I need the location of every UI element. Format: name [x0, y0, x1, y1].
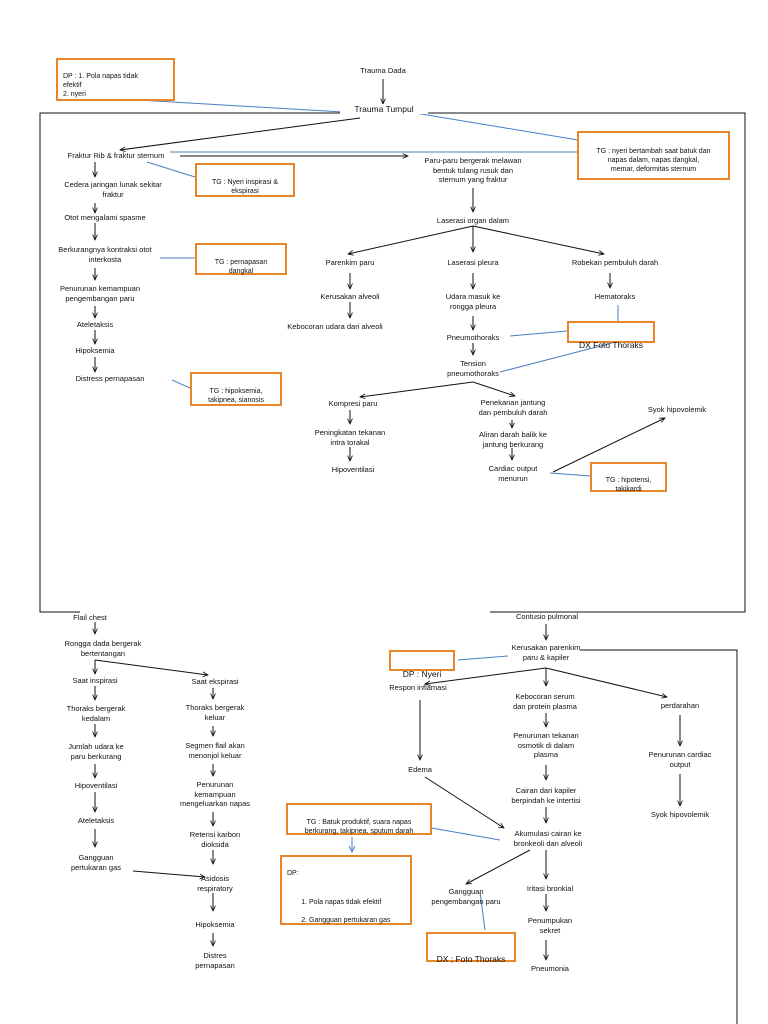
- node-berkurangnya: Berkurangnya kontraksi otot interkosta: [58, 245, 152, 264]
- node-penekanan: Penekanan jantung dan pembuluh darah: [478, 398, 548, 417]
- node-robekan: Robekan pembuluh darah: [571, 258, 659, 267]
- node-jumlah-udara: Jumlah udara ke paru berkurang: [68, 742, 124, 761]
- node-rongga: Rongga dada bergerak bertentangan: [64, 639, 142, 658]
- box-dp-2-item: Gangguan pertukaran gas: [309, 916, 405, 925]
- node-thoraks-kedalam: Thoraks bergerak kedalam: [66, 704, 126, 723]
- box-dp-nyeri-text: DP : Nyeri: [402, 669, 442, 679]
- box-dp-1: DP : 1. Pola napas tidak efektif 2. nyer…: [56, 58, 175, 101]
- box-tg-pernapasan: TG : pernapasan dangkal: [195, 243, 287, 275]
- box-dp-nyeri: DP : Nyeri: [389, 650, 455, 679]
- node-penurunan-osmotik: Penurunan tekanan osmotik di dalam plasm…: [513, 731, 579, 759]
- box-tg-batuk: TG : Batuk produktif, suara napas berkur…: [286, 803, 432, 835]
- node-penurunan-keluar: Penurunan kemampuan mengeluarkan napas: [179, 780, 251, 808]
- box-dx-foto-thoraks-2: DX ; Foto Thoraks: [426, 932, 516, 964]
- box-tg-nyeri-inspirasi: TG : Nyeri inspirasi & ekspirasi: [195, 163, 295, 197]
- box-dp-2-item: Pola napas tidak efektif: [309, 898, 405, 907]
- node-asidosis: Asidosis respiratory: [197, 874, 233, 893]
- node-kerusakan-parenkim: Kerusakan parenkim paru & kapiler: [511, 643, 581, 662]
- node-trauma-dada: Trauma Dada: [360, 66, 406, 75]
- node-penurunan-kemampuan: Penurunan kemampuan pengembangan paru: [59, 284, 141, 303]
- node-cardiac: Cardiac output menurun: [488, 464, 538, 483]
- box-tg-nyeri-batuk-text: TG : nyeri bertambah saat batuk dan napa…: [596, 148, 711, 173]
- node-ateletaksis-flail: Ateletaksis: [77, 816, 115, 825]
- node-udara-masuk: Udara masuk ke rongga pleura: [445, 292, 501, 311]
- node-hipoventilasi-flail: Hipoventilasi: [74, 781, 118, 790]
- node-cedera: Cedera jaringan lunak sekitar fraktur: [64, 180, 162, 199]
- box-tg-nyeri-inspirasi-text: TG : Nyeri inspirasi & ekspirasi: [211, 179, 279, 195]
- node-penumpukan: Penumpukan sekret: [527, 916, 573, 935]
- node-segmen: Segmen flail akan menonjol keluar: [185, 741, 245, 760]
- node-fraktur: Fraktur Rib & fraktur sternum: [67, 151, 165, 160]
- node-gangguan-gas: Gangguan pertukaran gas: [70, 853, 122, 872]
- node-distress: Distress pernapasan: [75, 374, 145, 383]
- box-tg-hipoksemia: TG : hipoksemia, takipnea, sianosis: [190, 372, 282, 406]
- box-dp-2-list: Pola napas tidak efektif Gangguan pertuk…: [287, 889, 405, 934]
- node-syok-2: Syok hipovolemik: [650, 810, 710, 819]
- node-retensi: Retensi karbon dioksida: [189, 830, 241, 849]
- box-dx-foto-thoraks-1: DX Foto Thoraks: [567, 321, 655, 350]
- node-saat-inspirasi: Saat inspirasi: [72, 676, 118, 685]
- node-pneumothoraks: Pneumothoraks: [446, 333, 500, 342]
- node-kebocoran-udara: Kebocoran udara dari alveoli: [287, 322, 383, 331]
- node-laserasi-organ: Laserasi organ dalam: [436, 216, 510, 225]
- node-hipoventilasi-top: Hipoventilasi: [331, 465, 375, 474]
- box-dp-2-title: DP:: [287, 870, 299, 877]
- node-iritasi: Iritasi bronkial: [526, 884, 574, 893]
- box-dx-foto-2-text: DX ; Foto Thoraks: [436, 954, 506, 964]
- node-laserasi-pleura: Laserasi pleura: [447, 258, 499, 267]
- node-distres: Distres pernapasan: [195, 951, 235, 970]
- box-tg-hipotensi-text: TG : hipotensi, takikardi: [605, 477, 652, 493]
- node-peningkatan-tekanan: Peningkatan tekanan intra torakal: [314, 428, 386, 447]
- node-contusio: Contusio pulmonal: [515, 612, 579, 621]
- node-hipoksemia-flail: Hipoksemia: [195, 920, 235, 929]
- node-hematoraks: Hematoraks: [594, 292, 636, 301]
- node-tension: Tension pneumothoraks: [447, 359, 499, 378]
- node-pneumonia: Pneumonia: [531, 964, 569, 973]
- node-cairan: Cairan dari kapiler berpindah ke interti…: [511, 786, 581, 805]
- node-otot: Otot mengalami spasme: [64, 213, 146, 222]
- node-perdarahan: perdarahan: [660, 701, 700, 710]
- node-ateletaksis: Ateletaksis: [76, 320, 114, 329]
- node-akumulasi: Akumulasi cairan ke bronkeoli dan alveol…: [513, 829, 583, 848]
- node-penurunan-cardiac: Penurunan cardiac output: [648, 750, 712, 769]
- node-kompresi: Kompresi paru: [328, 399, 378, 408]
- node-kerusakan-alveoli: Kerusakan alveoli: [320, 292, 380, 301]
- box-tg-hipotensi: TG : hipotensi, takikardi: [590, 462, 667, 493]
- box-tg-batuk-text: TG : Batuk produktif, suara napas berkur…: [304, 819, 414, 835]
- node-parenkim: Parenkim paru: [325, 258, 375, 267]
- node-edema: Edema: [408, 765, 432, 774]
- box-dp-1-text: DP : 1. Pola napas tidak efektif 2. nyer…: [63, 73, 138, 98]
- node-respon: Respon inflamasi: [389, 683, 447, 692]
- node-kebocoran-serum: Kebocoran serum dan protein plasma: [513, 692, 577, 711]
- node-aliran: Aliran darah balik ke jantung berkurang: [479, 430, 547, 449]
- box-tg-pernapasan-text: TG : pernapasan dangkal: [214, 259, 268, 275]
- node-hipoksemia: Hipoksemia: [75, 346, 115, 355]
- node-gangguan-pengembangan: Gangguan pengembangan paru: [431, 887, 501, 906]
- box-tg-nyeri-batuk: TG : nyeri bertambah saat batuk dan napa…: [577, 131, 730, 180]
- node-trauma-tumpul: Trauma Tumpul: [340, 104, 428, 114]
- box-dp-2: DP: Pola napas tidak efektif Gangguan pe…: [280, 855, 412, 925]
- box-tg-hipoksemia-text: TG : hipoksemia, takipnea, sianosis: [208, 388, 264, 404]
- node-paru-paru-bergerak: Paru-paru bergerak melawan bentuk tulang…: [424, 156, 522, 184]
- box-dx-foto-1-text: DX Foto Thoraks: [578, 340, 644, 350]
- node-flail-chest: Flail chest: [73, 613, 107, 622]
- node-syok-1: Syok hipovolemik: [647, 405, 707, 414]
- node-saat-ekspirasi: Saat ekspirasi: [191, 677, 239, 686]
- node-thoraks-keluar: Thoraks bergerak keluar: [185, 703, 245, 722]
